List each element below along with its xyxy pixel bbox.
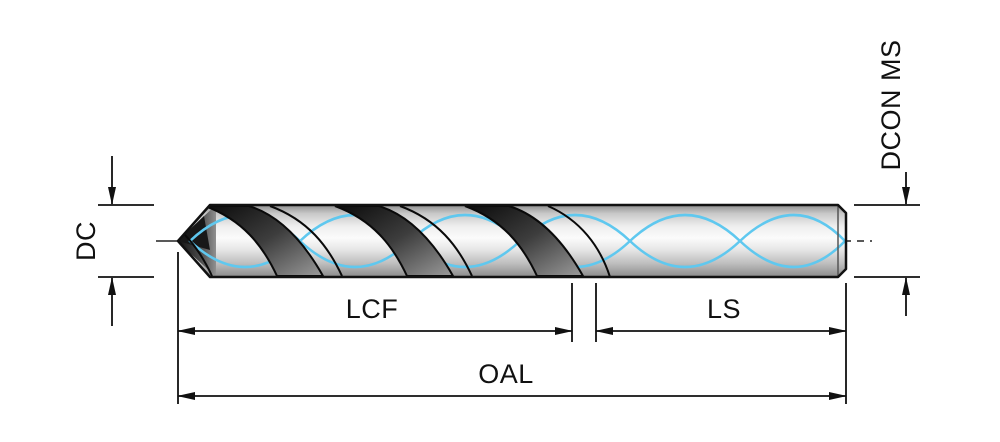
lcf-label: LCF — [346, 294, 399, 324]
dim-dc: DC — [71, 156, 154, 326]
flute-runout-edge — [547, 205, 611, 277]
drill-body — [176, 203, 848, 279]
drill-silhouette — [178, 205, 846, 277]
dim-dcon: DCON MS — [854, 40, 920, 316]
ls-label: LS — [707, 294, 741, 324]
dim-ls: LS — [595, 283, 847, 404]
drill-point-facet — [178, 216, 210, 250]
dc-label: DC — [71, 221, 101, 261]
dim-oal: OAL — [177, 359, 847, 400]
dcon-label: DCON MS — [876, 40, 906, 171]
oal-label: OAL — [478, 359, 534, 389]
drill-outline — [176, 203, 848, 279]
dim-lcf: LCF — [177, 252, 573, 404]
flute-edge-line — [269, 205, 343, 277]
flute-edge-line — [399, 205, 473, 277]
